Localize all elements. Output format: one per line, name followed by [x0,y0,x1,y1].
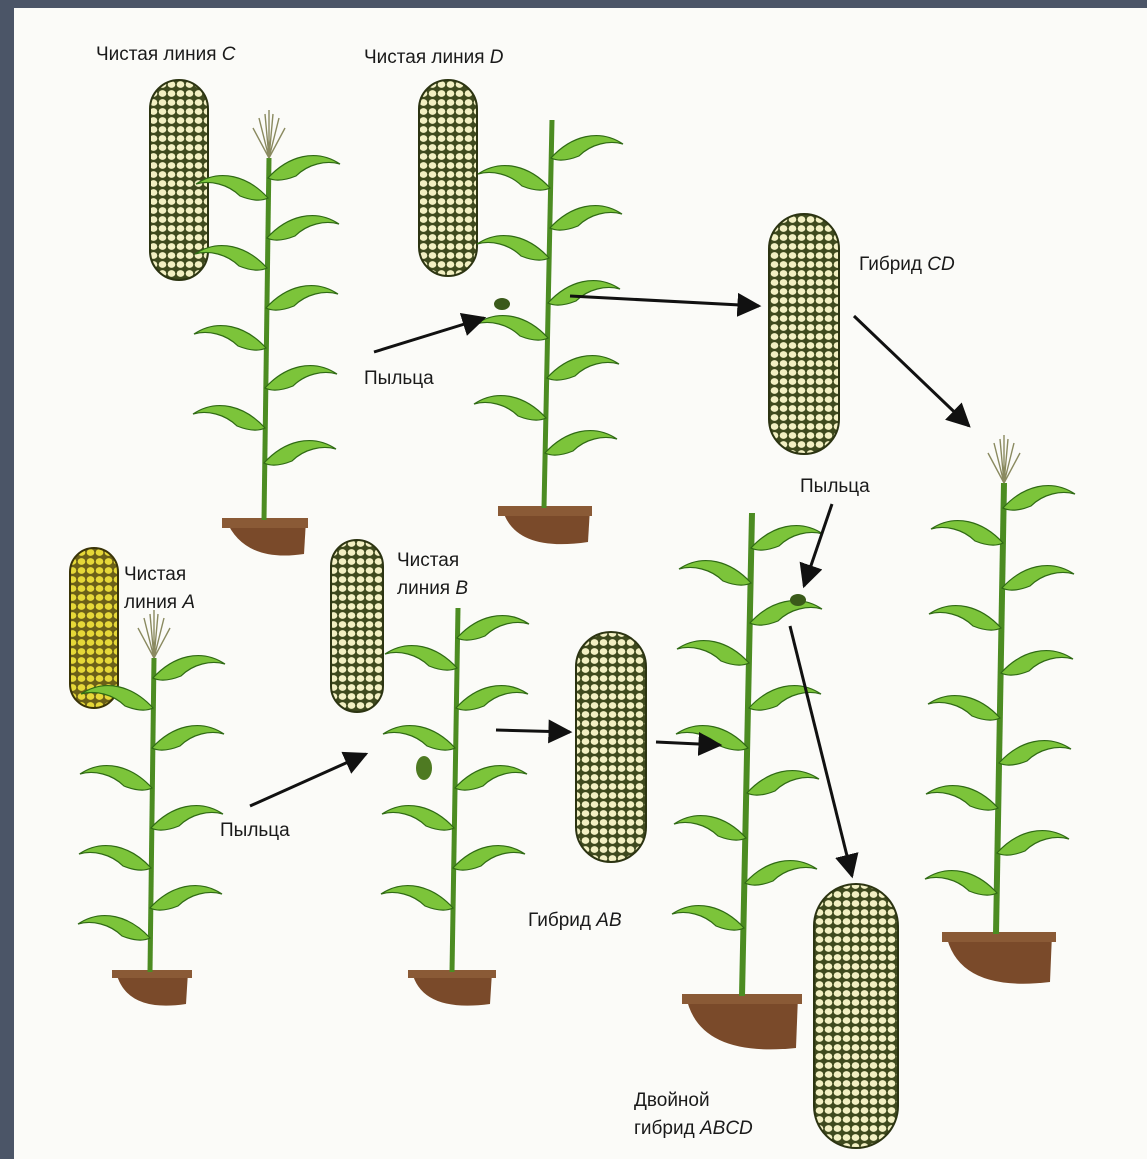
label-double-hybrid-2: гибрид ABCD [634,1118,753,1139]
label-pollen-bottom: Пыльца [220,820,290,841]
diagram-canvas: Чистая линия C Чистая линия D Гибрид CD … [14,8,1147,1159]
arrow-pollen-cd-to-ab [804,504,832,586]
label-line-b-2: линия B [397,578,468,599]
arrow-hybrid-ab-to-plant [656,742,720,745]
plant-line-d [474,120,623,544]
ear-line-a [70,548,118,708]
ear-hybrid-ab [576,632,646,862]
plant-hybrid-ab [672,513,823,1049]
label-double-hybrid-1: Двойной [634,1090,710,1111]
label-line-d: Чистая линия D [364,47,504,68]
label-line-c: Чистая линия C [96,44,236,65]
label-hybrid-ab: Гибрид AB [528,910,622,931]
ear-line-d [419,80,477,276]
ear-line-b [331,540,383,712]
arrow-b-to-hybrid-ab [496,730,570,732]
label-line-a-1: Чистая [124,564,186,585]
label-hybrid-cd: Гибрид CD [859,254,955,275]
label-pollen-top: Пыльца [364,368,434,389]
label-pollen-right: Пыльца [800,476,870,497]
arrow-d-to-hybrid-cd [570,296,759,306]
label-line-a-2: линия A [124,592,195,613]
label-line-b-1: Чистая [397,550,459,571]
plant-hybrid-cd [925,435,1075,984]
arrow-hybrid-cd-to-plant [854,316,969,426]
arrow-pollen-c-to-d [374,318,484,352]
ear-line-c [150,80,208,280]
plant-line-c [193,110,340,556]
arrow-ab-to-double-hybrid [790,626,852,876]
corn-hybridization-diagram: Чистая линия C Чистая линия D Гибрид CD … [14,8,1147,1159]
ear-double-hybrid-abcd [814,884,898,1148]
arrow-pollen-a-to-b [250,754,366,806]
plant-line-b [381,608,529,1006]
ear-hybrid-cd [769,214,839,454]
